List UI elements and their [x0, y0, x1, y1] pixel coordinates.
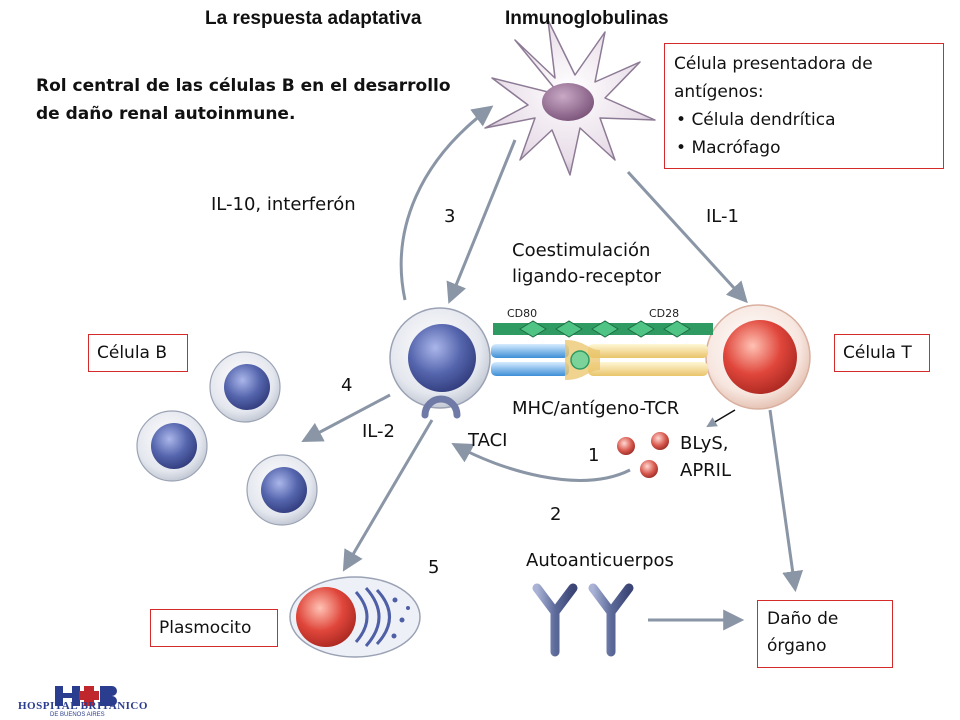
arrow-dc-to-t-cell: [626, 170, 748, 304]
label-il2: IL-2: [362, 421, 395, 442]
dano-line: Daño de: [767, 609, 839, 629]
b-cell-main: [389, 307, 491, 419]
apc-heading: antígenos:: [674, 82, 764, 102]
arrow-blys-pointer: [706, 409, 736, 428]
arrow-b-cell-proliferation: [301, 393, 391, 442]
arrow-dc-to-b-cell: [446, 139, 517, 304]
arrow-b-to-dc: [399, 105, 494, 301]
arrow-t-to-organ: [768, 409, 804, 593]
arrow-blys-to-taci: [451, 442, 631, 482]
apc-bullet: Célula dendrítica: [676, 106, 934, 134]
dano-line: órgano: [767, 636, 827, 656]
arrows: [301, 105, 804, 631]
label-cd28: CD28: [649, 307, 680, 320]
subtitle: Rol central de las células B en el desar…: [36, 72, 451, 128]
label-il10: IL-10, interferón: [211, 194, 356, 215]
label-il1: IL-1: [706, 206, 739, 227]
apc-box: Célula presentadora de antígenos: Célula…: [664, 43, 944, 169]
label-mhc-tcr: MHC/antígeno-TCR: [512, 398, 680, 419]
hospital-logo-mark: [55, 686, 117, 706]
label-celula-t: Célula T: [834, 334, 930, 372]
label-costimulation: Coestimulación ligando-receptor: [512, 238, 661, 290]
plasmocyte: [289, 576, 421, 658]
label-dano-organo: Daño de órgano: [757, 600, 893, 668]
hospital-logo-name: HOSPITAL BRITANICO: [18, 700, 148, 712]
label-taci: TACI: [468, 430, 508, 451]
label-step-4: 4: [341, 375, 353, 396]
mhc-tcr-complex: [491, 340, 708, 380]
subtitle-line: Rol central de las células B en el desar…: [36, 76, 451, 96]
label-blys-april: BLyS, APRIL: [680, 430, 731, 484]
label-step-2: 2: [550, 504, 562, 525]
label-blys-line: APRIL: [680, 460, 732, 481]
label-celula-b: Célula B: [88, 334, 188, 372]
b-cell-clones: [136, 351, 318, 526]
label-step-1: 1: [588, 445, 600, 466]
label-step-5: 5: [428, 557, 440, 578]
label-step-3: 3: [444, 206, 456, 227]
apc-heading: Célula presentadora de: [674, 54, 873, 74]
title-left: La respuesta adaptativa: [205, 8, 422, 29]
label-cd80: CD80: [507, 307, 538, 320]
label-blys-line: BLyS,: [680, 433, 729, 454]
label-plasmocito: Plasmocito: [150, 609, 278, 647]
blys-april-particles: [617, 432, 669, 478]
label-autoanticuerpos: Autoanticuerpos: [526, 550, 674, 571]
label-costim-line: Coestimulación: [512, 240, 651, 261]
dendritic-cell: [484, 19, 656, 176]
t-cell: [705, 304, 811, 410]
title-right: Inmunoglobulinas: [505, 8, 669, 29]
autoantibodies: [532, 583, 634, 657]
hospital-logo-city: DE BUENOS AIRES: [50, 712, 105, 718]
arrow-b-to-plasmocyte: [342, 419, 434, 572]
subtitle-line: de daño renal autoinmune.: [36, 104, 296, 124]
costimulation-chain: [493, 320, 713, 338]
apc-bullet: Macrófago: [676, 134, 934, 162]
label-costim-line: ligando-receptor: [512, 266, 662, 287]
